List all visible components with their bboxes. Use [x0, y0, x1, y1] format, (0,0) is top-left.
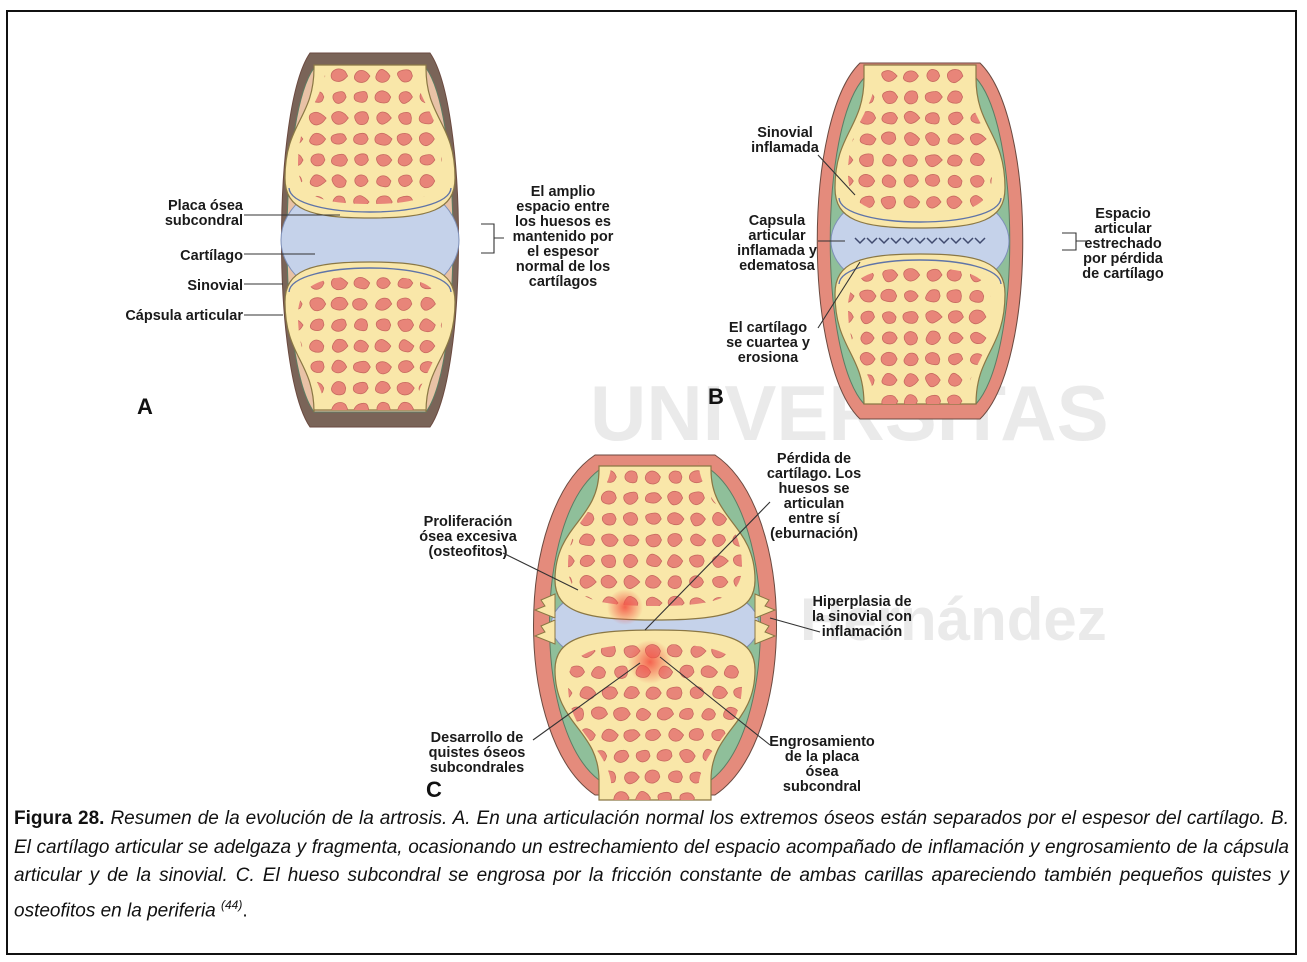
caption-reference: (44) — [221, 898, 242, 912]
panel-letter-a: A — [137, 394, 153, 419]
label-c-hiperplasia-line: inflamación — [822, 624, 903, 640]
figure-number: Figura 28. — [14, 808, 104, 829]
label-c-quistes-line: subcondrales — [430, 760, 524, 776]
label-c-engrosamiento-line: de la placa — [785, 749, 860, 765]
figure-caption: Figura 28. Resumen de la evolución de la… — [14, 805, 1289, 925]
panel-a — [281, 48, 459, 427]
label-c-perdida-line: (eburnación) — [770, 526, 858, 542]
label-b-sinovial-line: inflamada — [751, 140, 820, 156]
label-b-espacio-line: de cartílago — [1082, 266, 1164, 282]
label-c-perdida-line: Pérdida de — [777, 451, 851, 467]
label-b-sinovial-line: Sinovial — [757, 125, 813, 141]
label-b-capsula-line: articular — [748, 228, 806, 244]
label-b-capsula-line: inflamada y — [737, 243, 817, 259]
panel-letter-b: B — [708, 384, 724, 409]
label-b-espacio-line: estrechado — [1084, 236, 1162, 252]
label-a-placa-line: subcondral — [165, 213, 243, 229]
label-a-espacio-line: el espesor — [527, 244, 599, 260]
label-c-perdida-line: articulan — [784, 496, 844, 512]
panel-letter-c: C — [426, 777, 442, 802]
label-c-engrosamiento-line: ósea — [805, 764, 839, 780]
label-a-espacio-line: normal de los — [516, 259, 610, 275]
subchondral-lesion — [607, 589, 643, 625]
label-b-capsula-line: edematosa — [739, 258, 816, 274]
label-c-quistes-line: Desarrollo de — [431, 730, 524, 746]
label-c-perdida-line: entre sí — [788, 511, 841, 527]
label-c-engrosamiento-line: subcondral — [783, 779, 861, 795]
label-a-espacio-line: los huesos es — [515, 214, 611, 230]
label-b-cartilago-line: se cuartea y — [726, 335, 810, 351]
label-c-perdida-line: cartílago. Los — [767, 466, 861, 482]
label-a-placa-line: Placa ósea — [168, 198, 244, 214]
label-c-hiperplasia-line: la sinovial con — [812, 609, 912, 625]
label-b-cartilago-line: El cartílago — [729, 320, 807, 336]
label-c-engrosamiento-line: Engrosamiento — [769, 734, 875, 750]
label-b-espacio-line: Espacio — [1095, 206, 1151, 222]
label-c-proliferacion-line: Proliferación — [424, 514, 513, 530]
label-c-proliferacion-line: ósea excesiva — [419, 529, 517, 545]
label-a-sinovial-line: Sinovial — [187, 278, 243, 294]
label-c-quistes-line: quistes óseos — [429, 745, 526, 761]
label-a-sinovial: Sinovial — [187, 278, 243, 294]
label-a-cartilago-line: Cartílago — [180, 248, 243, 264]
label-a-espacio-line: El amplio — [531, 184, 596, 200]
label-b-cartilago-line: erosiona — [738, 350, 799, 366]
panel-c — [534, 449, 777, 805]
label-a-espacio-line: cartílagos — [529, 274, 598, 290]
label-c-perdida-line: huesos se — [779, 481, 850, 497]
label-c-proliferacion-line: (osteofitos) — [429, 544, 508, 560]
label-c-hiperplasia-line: Hiperplasia de — [812, 594, 911, 610]
label-b-espacio-line: por pérdida — [1083, 251, 1164, 267]
panel-b — [817, 48, 1023, 419]
caption-text: Resumen de la evolución de la artrosis. … — [14, 808, 1289, 921]
label-a-espacio-line: mantenido por — [513, 229, 614, 245]
label-a-capsula-line: Cápsula articular — [125, 308, 243, 324]
label-b-capsula-line: Capsula — [749, 213, 806, 229]
label-b-espacio-line: articular — [1094, 221, 1152, 237]
caption-end: . — [242, 900, 247, 921]
label-a-cartilago: Cartílago — [180, 248, 243, 264]
label-a-espacio-line: espacio entre — [516, 199, 610, 215]
label-a-capsula: Cápsula articular — [125, 308, 243, 324]
